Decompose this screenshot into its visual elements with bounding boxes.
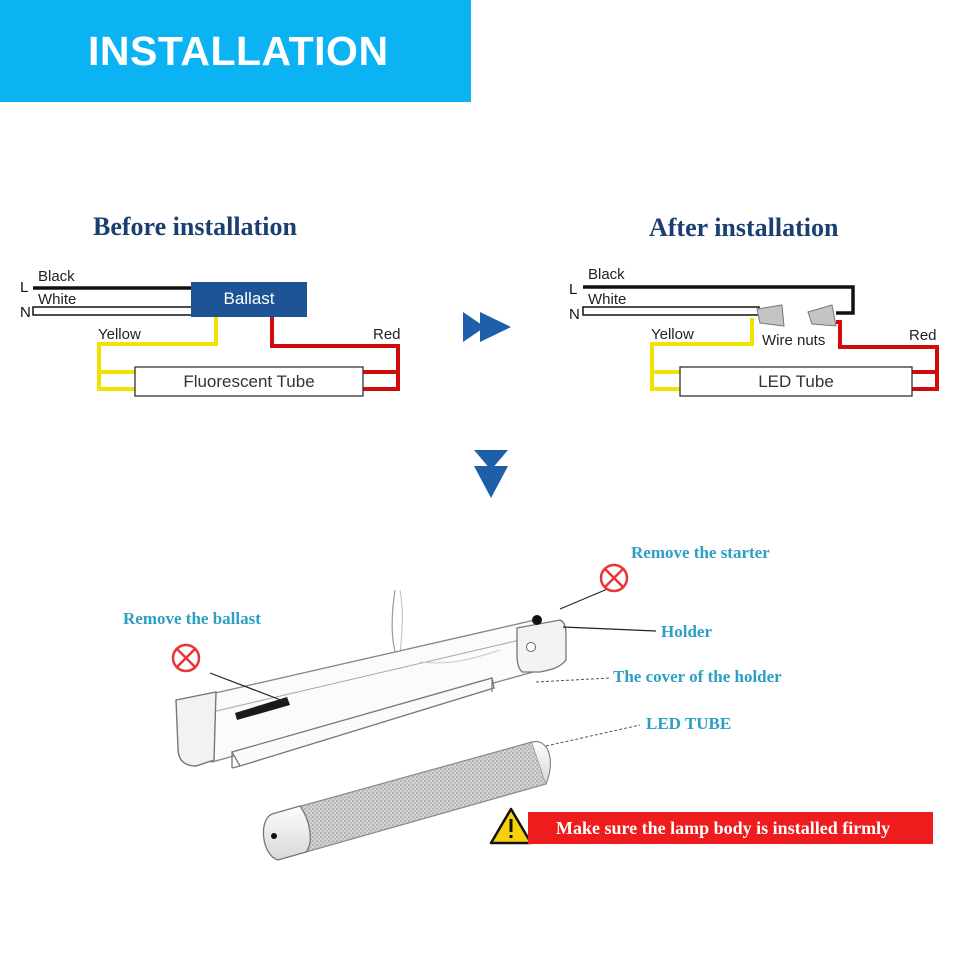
led-tube-cap — [262, 805, 311, 861]
black-wire-label: Black — [38, 268, 75, 285]
prohibit-icon — [599, 563, 629, 593]
right-arrow-icon — [463, 312, 511, 342]
title-banner — [0, 0, 471, 102]
line-label-l: L — [569, 281, 578, 298]
holder-cover — [231, 677, 495, 767]
before-heading: Before installation — [93, 212, 297, 241]
before-red-wire — [270, 317, 400, 391]
black-wire-label: Black — [588, 266, 625, 283]
wire-nuts-label: Wire nuts — [762, 332, 826, 349]
fluorescent-tube — [134, 366, 364, 397]
ballast-part — [235, 697, 290, 720]
fluorescent-tube-label: Fluorescent Tube — [183, 372, 315, 391]
after-heading: After installation — [649, 213, 839, 242]
neutral-label-n: N — [569, 306, 580, 323]
led-tube-callout: LED TUBE — [646, 714, 732, 733]
warning-banner — [528, 812, 933, 844]
led-tube-schematic — [679, 366, 913, 397]
wire-nut-left — [756, 304, 785, 327]
before-yellow-wire — [97, 317, 218, 391]
leader-holder — [562, 626, 657, 632]
after-yellow-wire — [650, 318, 754, 391]
line-label-l: L — [20, 279, 29, 296]
after-white-wire — [582, 306, 760, 316]
warning-icon — [489, 807, 533, 845]
fixture-illustration — [171, 563, 657, 861]
wire-nut-right — [807, 304, 837, 327]
yellow-wire-label: Yellow — [98, 326, 141, 343]
leader-ballast — [209, 672, 287, 703]
page-title: INSTALLATION — [88, 28, 389, 74]
holder-label: Holder — [661, 622, 712, 641]
red-wire-label: Red — [373, 326, 401, 343]
warning-text: Make sure the lamp body is installed fir… — [556, 818, 891, 838]
ballast-label: Ballast — [223, 289, 275, 308]
leader-led-tube — [545, 724, 641, 747]
end-cap-left — [175, 691, 217, 767]
yellow-wire-label: Yellow — [651, 326, 694, 343]
remove-starter-label: Remove the starter — [631, 543, 770, 562]
ballast-box — [191, 282, 307, 317]
after-wiring-diagram — [582, 285, 939, 397]
after-black-wire — [583, 285, 855, 315]
before-white-wire — [32, 306, 193, 316]
starter-part — [532, 615, 542, 625]
remove-ballast-label: Remove the ballast — [123, 609, 261, 628]
led-tube-label: LED Tube — [758, 372, 834, 391]
red-wire-label: Red — [909, 327, 937, 344]
holder-part — [516, 619, 567, 673]
neutral-label-n: N — [20, 304, 31, 321]
leader-cover — [535, 677, 611, 683]
white-wire-label: White — [588, 291, 627, 308]
down-arrow-icon — [474, 450, 508, 498]
after-red-wire — [836, 320, 939, 391]
prohibit-icon — [171, 643, 201, 673]
holder-cover-label: The cover of the holder — [613, 667, 782, 686]
before-wiring-diagram — [32, 282, 400, 397]
white-wire-label: White — [38, 291, 77, 308]
